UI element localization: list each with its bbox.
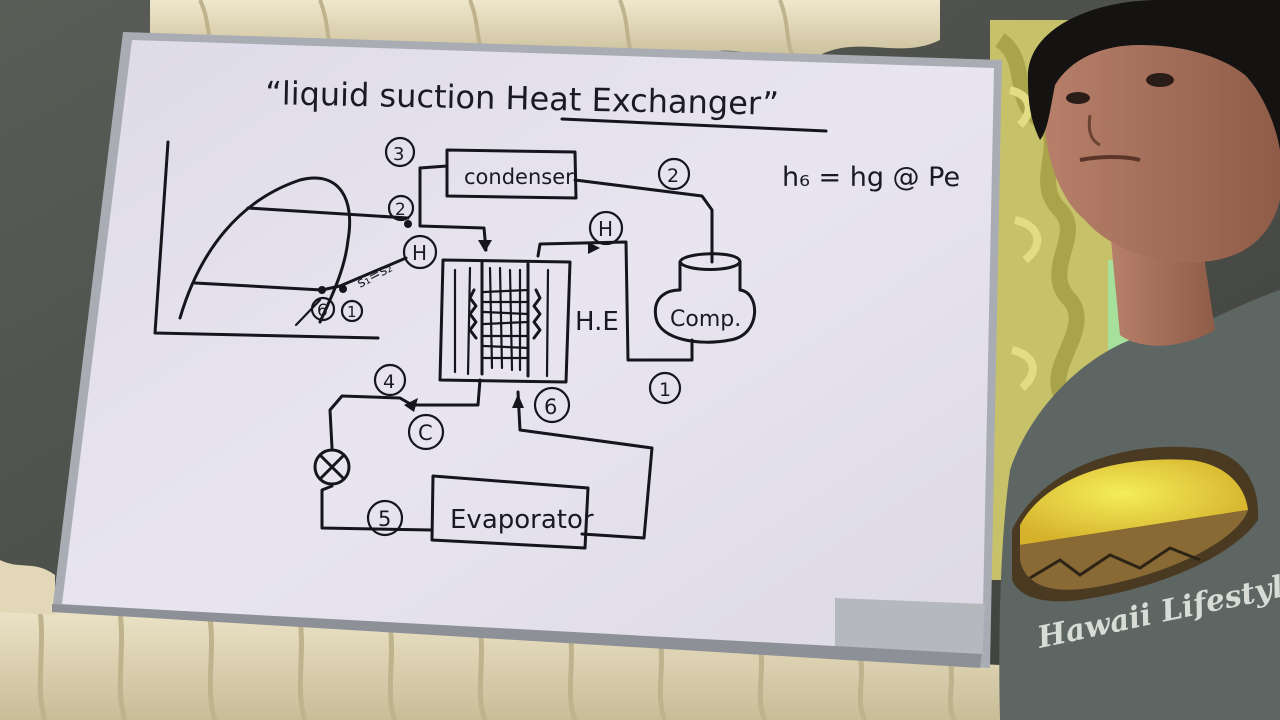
state-point-chart-H: H xyxy=(402,234,438,270)
evaporator-box: Evaporator xyxy=(430,474,594,550)
state-label-4: 4 xyxy=(383,371,395,393)
ph-diagram xyxy=(153,140,412,340)
formula-text: h₆ = hg @ Pe xyxy=(782,162,960,193)
state-label-6-chart: 6 xyxy=(317,301,328,321)
compressor: Comp. xyxy=(653,252,756,344)
expansion-valve-icon xyxy=(313,448,351,486)
state-point-chart-6: 6 xyxy=(310,296,336,322)
state-label-3: 3 xyxy=(393,144,404,165)
state-point-H: H xyxy=(588,210,624,246)
evaporator-label: Evaporator xyxy=(450,505,594,535)
state-label-H: H xyxy=(598,217,613,241)
condenser-label: condenser xyxy=(464,165,574,189)
state-point-5: 5 xyxy=(366,499,404,537)
state-point-6: 6 xyxy=(533,386,571,424)
title-underline xyxy=(560,117,828,133)
state-point-2: 2 xyxy=(657,157,691,191)
bottom-curtain xyxy=(0,560,1000,720)
state-point-chart-1: 1 xyxy=(340,299,364,323)
state-label-2: 2 xyxy=(667,165,679,187)
state-label-5: 5 xyxy=(378,507,391,531)
state-label-1: 1 xyxy=(659,379,671,401)
compressor-label: Comp. xyxy=(670,307,741,332)
state-label-1-chart: 1 xyxy=(347,303,357,321)
state-label-C: C xyxy=(418,421,433,445)
state-point-C: C xyxy=(407,413,445,451)
presenter: Hawaii Lifestyle xyxy=(999,0,1280,720)
state-point-chart-2: 2 xyxy=(387,194,415,222)
condenser-box: condenser xyxy=(445,148,578,200)
he-label: H.E xyxy=(575,307,619,337)
heat-exchanger: H.E xyxy=(438,258,619,384)
piping xyxy=(320,164,714,540)
state-label-H-chart: H xyxy=(412,241,427,265)
state-label-6: 6 xyxy=(544,395,557,419)
state-point-4: 4 xyxy=(373,363,407,397)
state-label-2-chart: 2 xyxy=(395,200,406,220)
state-point-3: 3 xyxy=(384,136,416,168)
state-point-1: 1 xyxy=(648,371,682,405)
